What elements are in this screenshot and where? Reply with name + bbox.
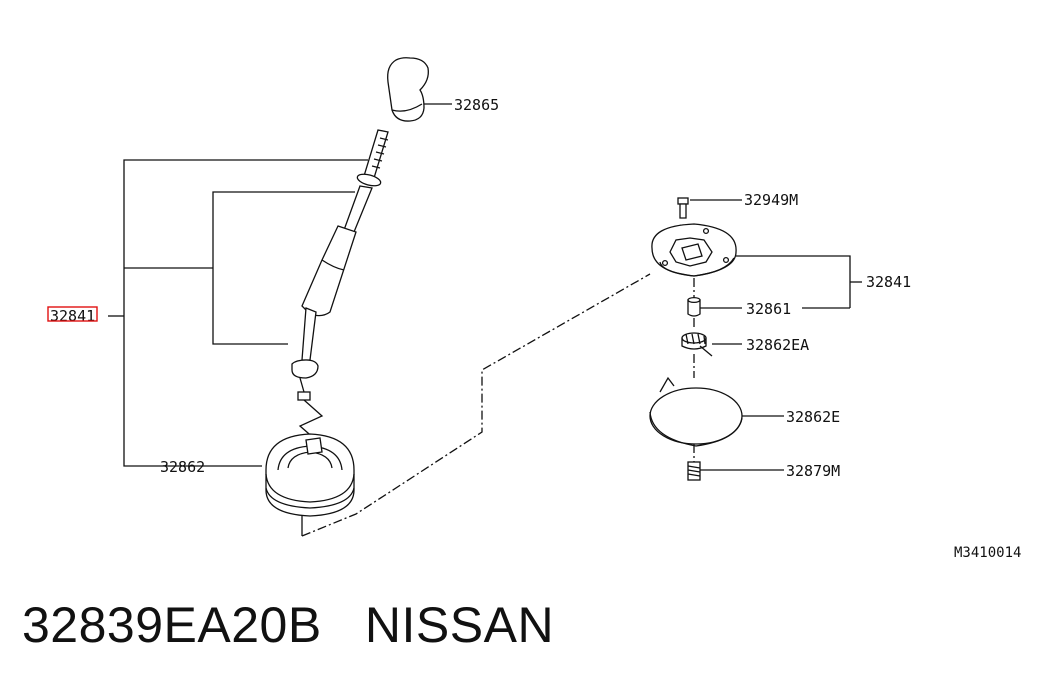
shift-knob-icon <box>387 57 452 122</box>
clip-icon <box>681 332 742 357</box>
part-number: 32839EA20B <box>22 597 322 653</box>
label-bushing: 32861 <box>746 300 791 318</box>
shift-lever-icon <box>291 129 389 441</box>
boot-ring-icon <box>649 376 784 447</box>
spring-icon <box>687 461 784 481</box>
label-boot-ring: 32862E <box>786 408 840 426</box>
label-lever-assembly-right: 32841 <box>866 273 911 291</box>
shift-boot-icon <box>265 433 355 536</box>
part-caption: 32839EA20B NISSAN <box>22 596 554 654</box>
brand-name: NISSAN <box>364 597 555 653</box>
label-lever-assembly-left: 32841 <box>50 307 95 325</box>
exploded-view-line <box>301 273 651 537</box>
figure-code: M3410014 <box>954 545 1021 561</box>
label-boot: 32862 <box>160 458 205 476</box>
label-spring: 32879M <box>786 462 840 480</box>
bushing-icon <box>687 281 862 317</box>
label-shift-knob: 32865 <box>454 96 499 114</box>
base-plate-icon <box>651 223 851 308</box>
assembly-bracket <box>108 159 368 467</box>
label-clip: 32862EA <box>746 336 809 354</box>
label-highlight-box <box>47 306 98 322</box>
label-bolt: 32949M <box>744 191 798 209</box>
